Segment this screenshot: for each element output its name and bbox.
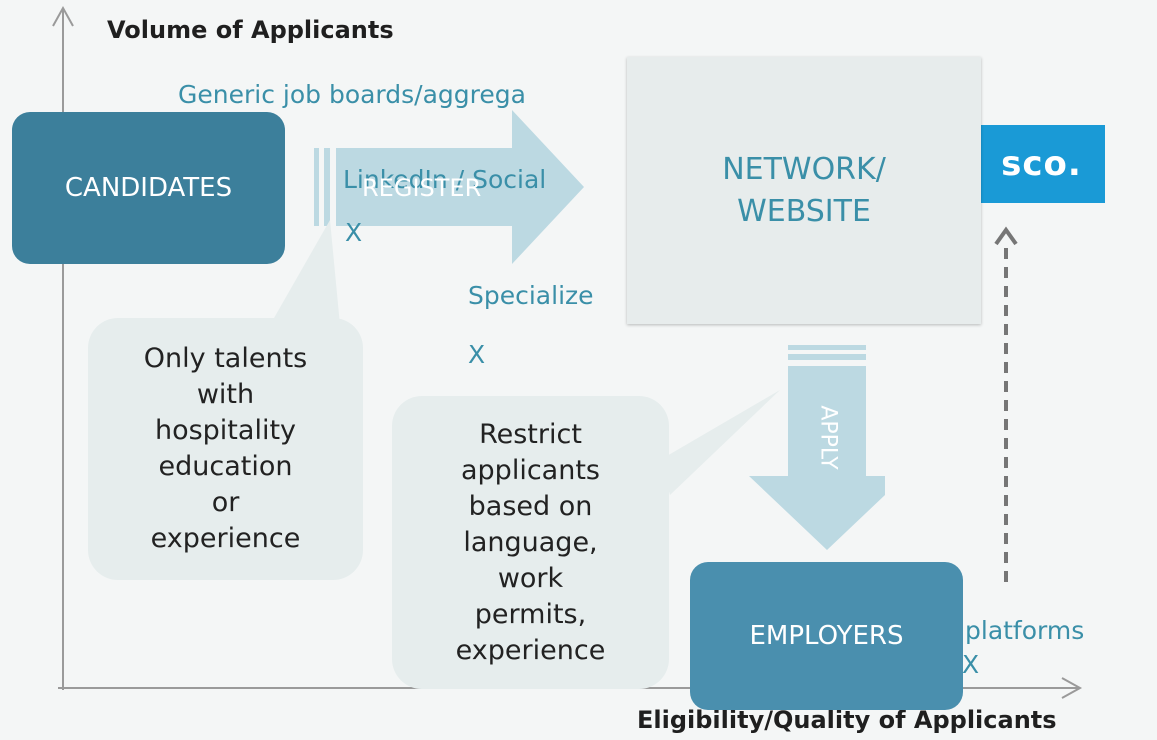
dashed-feedback-arrow	[994, 226, 1018, 582]
platforms-mark: X	[962, 650, 980, 679]
left-bubble-line: Only talents	[143, 343, 308, 374]
linkedin-mark: X	[345, 218, 363, 247]
left-speech-bubble: Only talents with hospitality education …	[88, 318, 363, 580]
middle-bubble-line: experience	[455, 634, 606, 666]
apply-arrow	[749, 345, 885, 550]
middle-bubble-tail	[660, 390, 780, 495]
left-bubble-line: education	[158, 451, 293, 482]
middle-bubble-line: language,	[463, 526, 598, 558]
x-axis-label: Eligibility/Quality of Applicants	[637, 706, 1057, 734]
website-label: WEBSITE	[737, 193, 871, 229]
employers-label: EMPLOYERS	[749, 621, 904, 651]
logo: sco.	[978, 125, 1105, 203]
left-bubble-line: or	[211, 487, 240, 518]
linkedin-label: LinkedIn / Social	[343, 165, 547, 194]
middle-speech-bubble: Restrict applicants based on language, w…	[392, 396, 669, 689]
register-label: REGISTER	[362, 174, 482, 202]
middle-bubble-line: permits,	[474, 598, 587, 630]
apply-label: APPLY	[815, 405, 841, 470]
y-axis-arrowhead	[52, 5, 74, 27]
candidates-box: CANDIDATES	[12, 112, 285, 264]
middle-bubble-line: Restrict	[479, 418, 582, 450]
network-label: NETWORK/	[722, 151, 886, 187]
y-axis-label: Volume of Applicants	[107, 16, 394, 44]
register-arrow	[314, 110, 584, 264]
left-bubble-line: with	[196, 379, 255, 410]
specialized-label: Specialize	[468, 281, 594, 310]
left-bubble-line: hospitality	[154, 415, 297, 446]
candidates-label: CANDIDATES	[64, 173, 233, 203]
network-website-box: NETWORK/ WEBSITE	[627, 57, 981, 324]
specialized-mark: X	[468, 340, 486, 369]
middle-bubble-line: based on	[468, 490, 593, 522]
middle-bubble-line: work	[497, 562, 564, 594]
generic-job-boards-label: Generic job boards/aggrega	[178, 80, 526, 109]
left-bubble-line: experience	[150, 523, 301, 554]
left-bubble-tail	[270, 220, 340, 325]
middle-bubble-line: applicants	[461, 454, 600, 486]
x-axis-arrowhead	[1061, 677, 1083, 699]
employers-box: EMPLOYERS	[690, 562, 963, 710]
logo-text: sco.	[1001, 144, 1082, 184]
platforms-label: platforms	[965, 616, 1085, 645]
